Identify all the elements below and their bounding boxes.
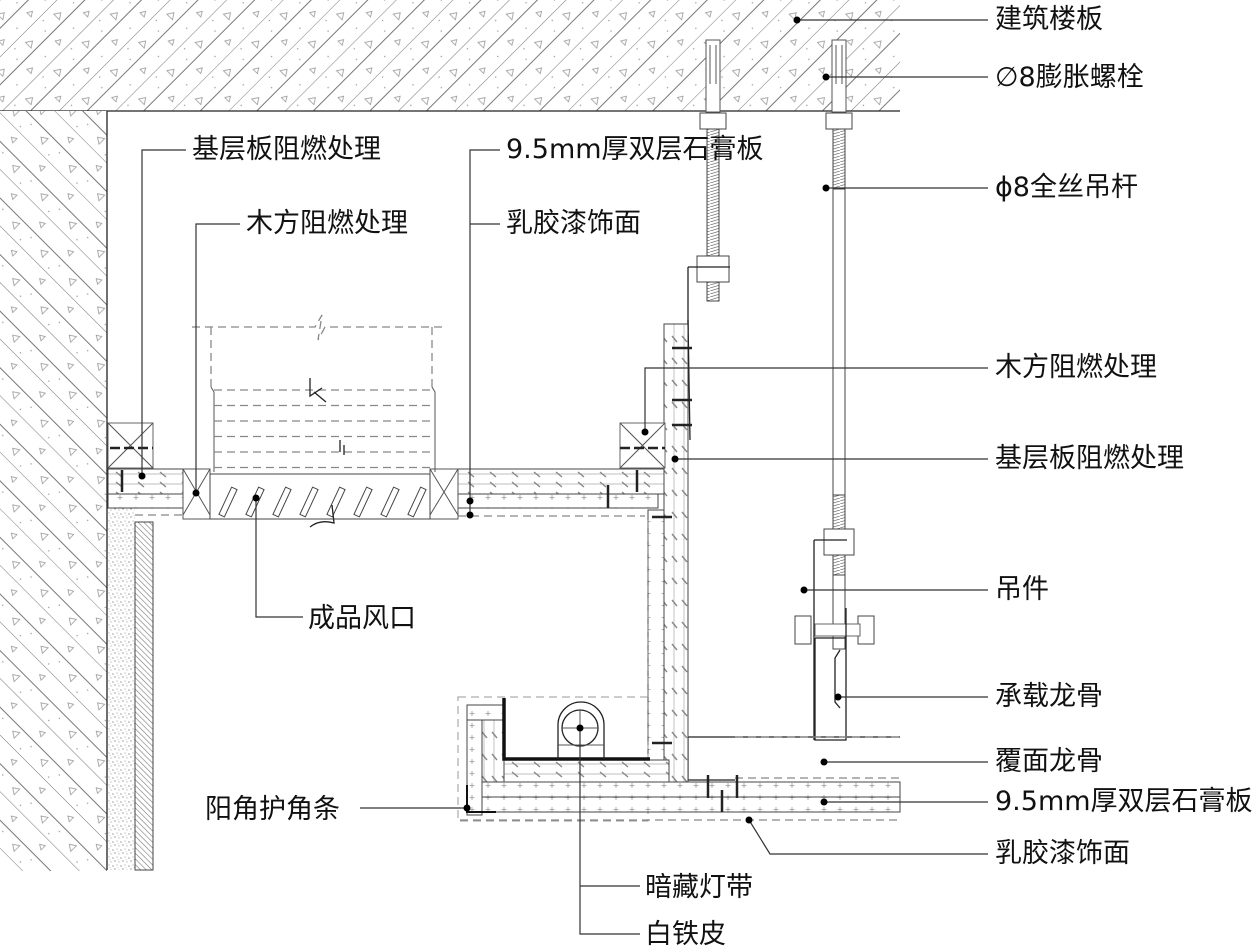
leaders-top [138,149,500,519]
left-wall [0,111,154,871]
label-air-vent: 成品风口 [308,603,416,634]
gypsum-bottom [460,781,901,821]
label-timber-fire-right: 木方阻燃处理 [995,352,1157,383]
label-hanger: 吊件 [995,574,1049,605]
air-duct [192,314,445,472]
cover-keel [687,736,900,781]
label-gypsum-right: 9.5mm厚双层石膏板 [995,786,1253,817]
label-expansion-bolt: ∅8膨胀螺栓 [995,62,1144,93]
vent-louver [299,486,319,518]
hanger [794,539,875,740]
screws [110,346,739,812]
timber-block-left [107,422,154,469]
label-main-keel: 承载龙骨 [995,681,1103,712]
expansion-bolt-left [687,39,730,330]
corner-bead [466,785,496,813]
label-base-board-fire-right: 基层板阻燃处理 [995,443,1184,474]
label-floor-slab: 建筑楼板 [995,4,1103,35]
label-hidden-light: 暗藏灯带 [645,872,753,903]
vent-louver [353,486,373,518]
label-latex-right: 乳胶漆饰面 [995,838,1130,869]
label-cover-keel: 覆面龙骨 [995,746,1103,777]
vent-louver [407,486,427,518]
floor-slab [0,0,900,112]
light-trough [457,520,670,822]
vent-frame-right [429,468,459,520]
label-latex-top: 乳胶漆饰面 [506,208,641,239]
vent-louver [218,486,238,518]
vent-louver [272,486,292,518]
label-base-board-fire-left: 基层板阻燃处理 [192,134,381,165]
label-white-iron: 白铁皮 [645,919,726,950]
leaders-bottom [252,494,640,935]
label-threaded-rod: ϕ8全丝吊杆 [995,172,1138,203]
expansion-bolt-right [823,39,855,650]
vent-louver [245,486,265,518]
vent-louver [326,486,346,518]
label-timber-fire-left: 木方阻燃处理 [246,208,408,239]
vent-louver [380,486,400,518]
vertical-board [647,319,691,785]
label-gypsum-top: 9.5mm厚双层石膏板 [506,134,764,165]
label-corner-bead: 阳角护角条 [205,794,340,825]
air-vent-grille [209,473,431,528]
leaders-right [641,16,988,855]
main-keel [814,608,847,741]
